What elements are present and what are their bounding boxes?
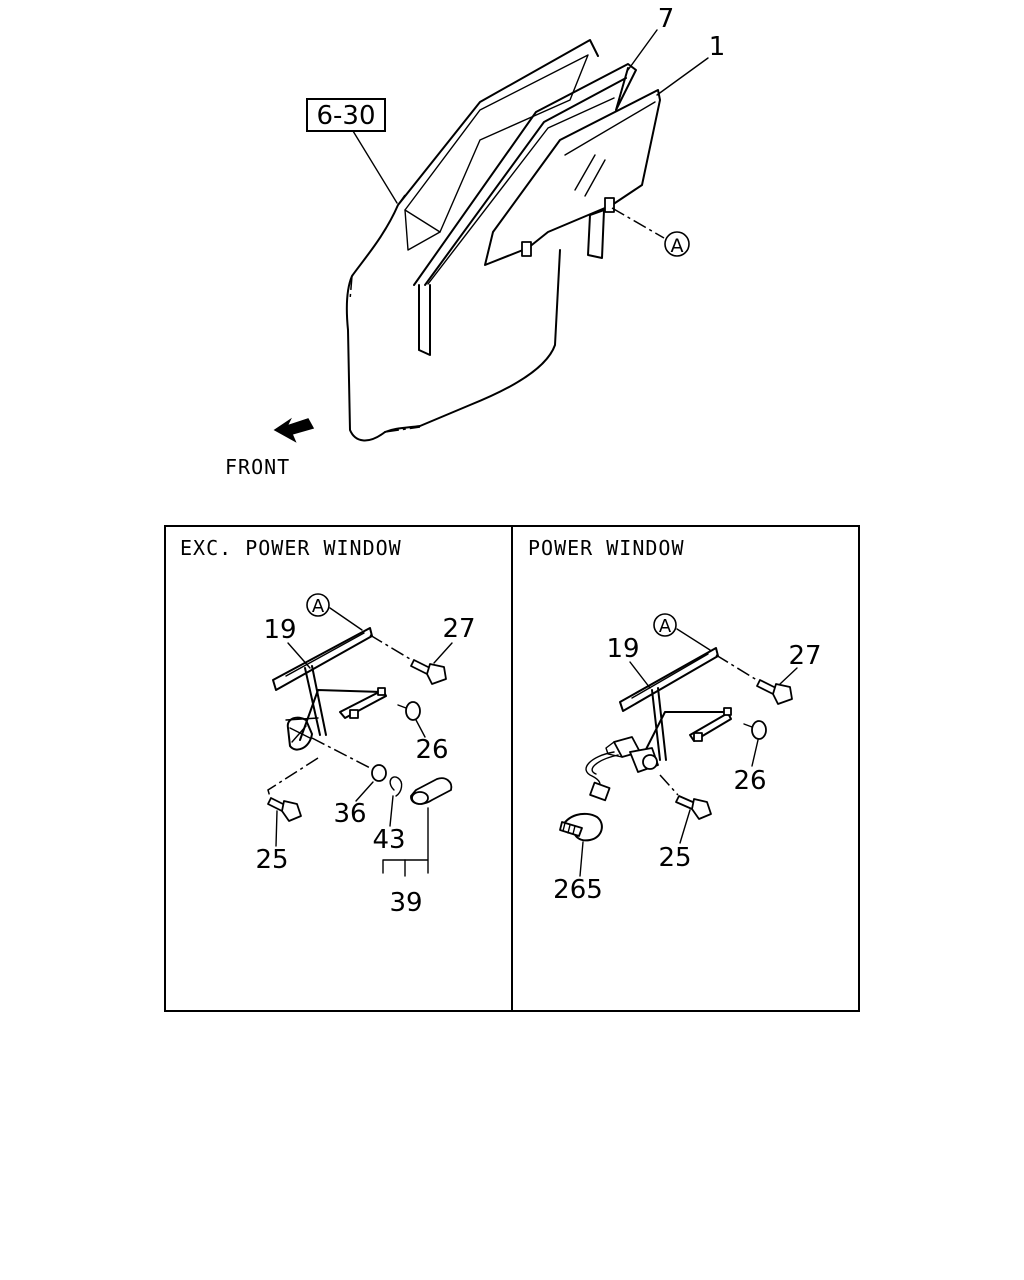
callout-26-manual: 26 [415, 735, 448, 765]
clamp-265 [559, 812, 603, 842]
callout-25-manual: 25 [255, 845, 288, 875]
panel-power-window: POWER WINDOW A 19 [528, 536, 822, 905]
nut-26-power [751, 720, 767, 740]
door-glass [484, 89, 661, 266]
callout-25-power: 25 [658, 843, 691, 873]
bolt-25-power [675, 795, 712, 820]
door-panel [345, 39, 599, 442]
bolt-25-manual [267, 797, 302, 822]
bolt-27-power [756, 679, 793, 705]
callout-19-manual: 19 [263, 615, 296, 645]
panel-title-power: POWER WINDOW [528, 536, 685, 560]
ref-a-label-power: A [659, 616, 672, 637]
ref-a-marker-top [664, 231, 690, 257]
panel-manual-window: EXC. POWER WINDOW A 19 27 26 [180, 536, 476, 918]
ref-box-label: 6-30 [316, 101, 375, 131]
callout-19-power: 19 [606, 634, 639, 664]
ref-a-marker-manual [306, 593, 330, 617]
callout-39-manual: 39 [389, 888, 422, 918]
panel-title-manual: EXC. POWER WINDOW [180, 536, 402, 560]
callout-7: 7 [658, 4, 675, 34]
callout-1: 1 [709, 32, 726, 62]
door-assembly: 6-30 7 1 A FRONT [225, 4, 725, 479]
callout-27-manual: 27 [442, 614, 475, 644]
front-label: FRONT [225, 455, 290, 479]
callout-265: 265 [553, 875, 603, 905]
clip-43-manual [389, 776, 403, 797]
window-motor [605, 736, 659, 773]
ref-box-6-30 [306, 98, 386, 132]
front-arrow-icon [273, 417, 315, 443]
run-channel [413, 63, 637, 356]
callout-36-manual: 36 [333, 799, 366, 829]
door-window-opening [404, 54, 589, 233]
bolt-27-manual [410, 659, 447, 685]
window-crank-handle [410, 777, 453, 805]
callout-26-power: 26 [733, 766, 766, 796]
ref-a-marker-power [653, 613, 677, 637]
callout-43-manual: 43 [372, 825, 405, 855]
nut-26-manual [405, 701, 421, 721]
ref-a-label-top: A [671, 235, 684, 257]
harness-connector [589, 781, 611, 802]
nut-36-manual [371, 764, 387, 782]
callout-27-power: 27 [788, 641, 821, 671]
ref-a-label-manual: A [312, 596, 325, 617]
